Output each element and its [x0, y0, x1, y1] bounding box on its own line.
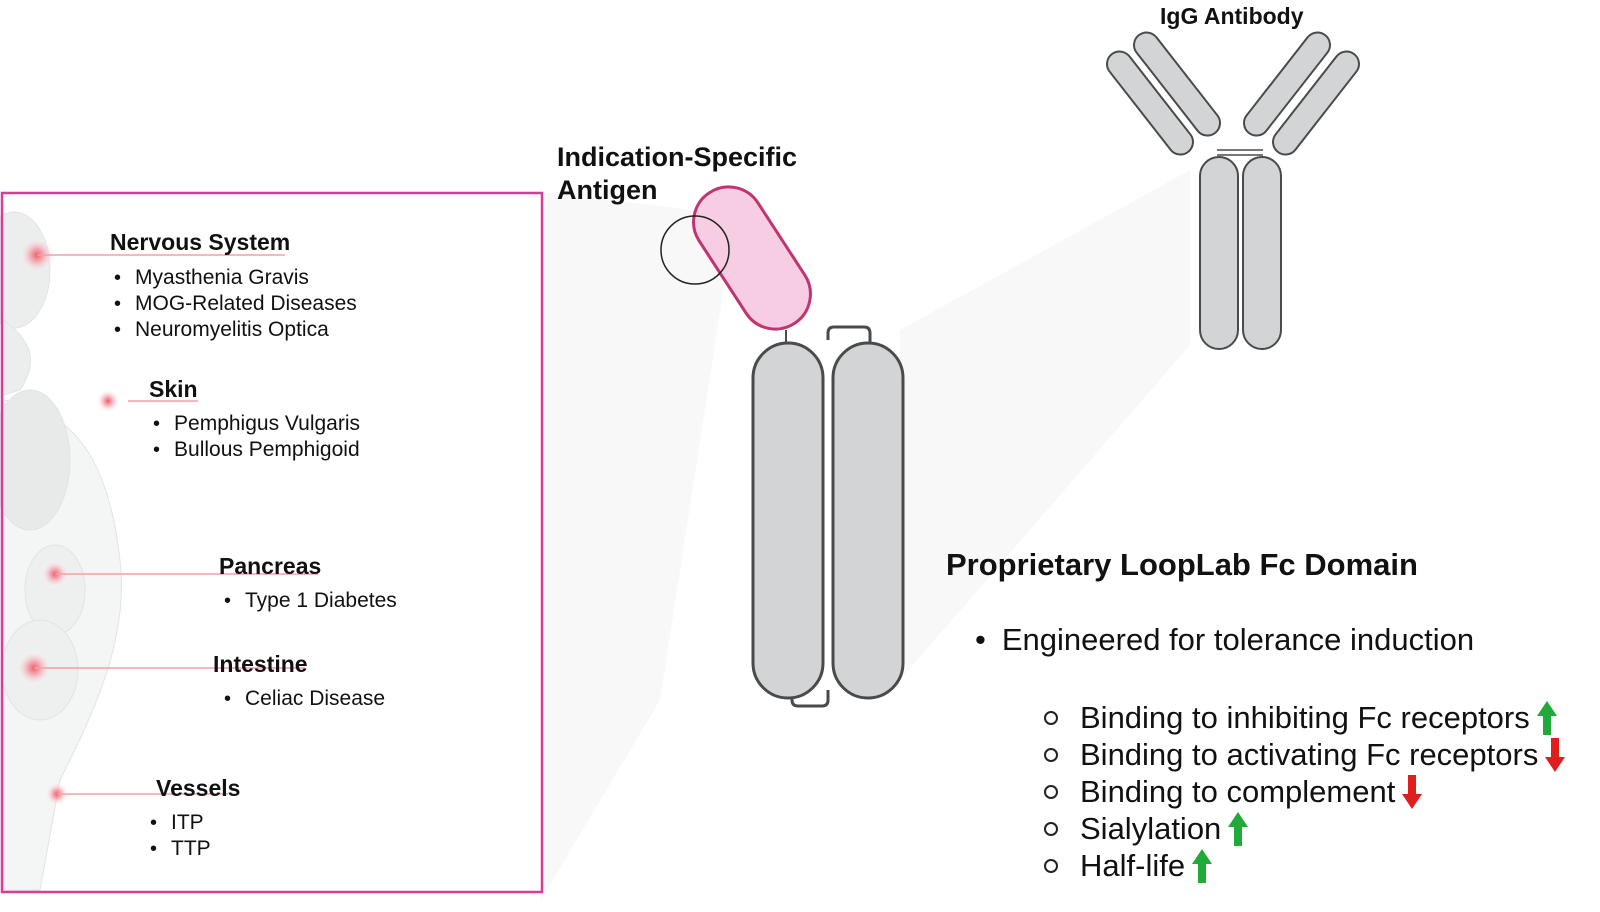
disease-item: Type 1 Diabetes — [224, 588, 397, 614]
igg-antibody — [1106, 31, 1360, 350]
antigen-label: Indication-Specific Antigen — [557, 141, 797, 207]
antigen-shape — [660, 185, 812, 331]
property-label: Binding to inhibiting Fc receptors — [1080, 699, 1530, 735]
hollow-bullet-icon — [1044, 821, 1058, 836]
disease-item: Celiac Disease — [224, 686, 385, 712]
fc-chain-left — [751, 341, 825, 700]
hollow-bullet-icon — [1044, 784, 1058, 799]
disease-item: Myasthenia Gravis — [114, 265, 357, 291]
hollow-bullet-icon — [1044, 747, 1058, 762]
indications-panel-border — [0, 191, 544, 894]
disease-item: ITP — [150, 810, 240, 836]
organ-heading: Intestine — [213, 651, 308, 677]
arrow-up-icon — [1228, 811, 1249, 846]
organ-heading: Vessels — [156, 775, 241, 801]
antigen-label-line2: Antigen — [557, 175, 658, 205]
fc-main-bullet: Engineered for tolerance induction — [975, 622, 1474, 658]
organ-heading: Nervous System — [110, 229, 291, 255]
disease-item: TTP — [150, 836, 240, 862]
property-item: Sialylation — [1044, 810, 1566, 847]
property-item: Half-life — [1044, 847, 1566, 884]
organ-group-vessels: Vessels ITP TTP — [156, 775, 240, 862]
hollow-bullet-icon — [1044, 858, 1058, 873]
antigen-label-line1: Indication-Specific — [557, 142, 798, 172]
zoom-wedge-left — [541, 192, 735, 900]
organ-heading: Pancreas — [219, 553, 322, 579]
property-label: Binding to complement — [1080, 773, 1396, 809]
property-label: Binding to activating Fc receptors — [1080, 736, 1539, 772]
pancreas-hotspot — [41, 560, 318, 588]
disease-item: Pemphigus Vulgaris — [153, 411, 360, 437]
organ-heading: Skin — [149, 376, 198, 402]
intestine-hotspot — [16, 650, 305, 686]
property-item: Binding to complement — [1044, 773, 1566, 810]
property-item: Binding to inhibiting Fc receptors — [1044, 699, 1566, 736]
fc-domain-zoomed — [751, 325, 905, 708]
property-item: Binding to activating Fc receptors — [1044, 736, 1566, 773]
disease-item: Neuromyelitis Optica — [114, 317, 357, 343]
arrow-down-icon — [1545, 737, 1566, 772]
hollow-bullet-icon — [1044, 710, 1058, 725]
skin-hotspot — [96, 389, 198, 413]
organ-group-skin: Skin Pemphigus Vulgaris Bullous Pemphigo… — [149, 376, 360, 463]
disease-item: MOG-Related Diseases — [114, 291, 357, 317]
arrow-down-icon — [1402, 774, 1423, 809]
fc-chain-right — [831, 341, 905, 700]
zoom-wedge-right — [900, 170, 1190, 680]
arrow-up-icon — [1536, 700, 1557, 735]
antigen-epitope-circle — [660, 215, 730, 285]
organ-group-pancreas: Pancreas Type 1 Diabetes — [219, 553, 397, 614]
body-silhouette — [0, 211, 123, 891]
vessels-hotspot — [45, 782, 228, 806]
property-label: Half-life — [1080, 847, 1186, 883]
property-label: Sialylation — [1080, 810, 1222, 846]
nervous-system-hotspot — [19, 237, 285, 273]
arrow-up-icon — [1192, 848, 1213, 883]
organ-group-nervous-system: Nervous System Myasthenia Gravis MOG-Rel… — [110, 229, 357, 343]
organ-group-intestine: Intestine Celiac Disease — [213, 651, 385, 712]
disease-item: Bullous Pemphigoid — [153, 437, 360, 463]
fc-domain-title: Proprietary LoopLab Fc Domain — [946, 547, 1418, 582]
fc-properties-list: Binding to inhibiting Fc receptors Bindi… — [1044, 699, 1566, 884]
igg-antibody-label: IgG Antibody — [1160, 3, 1304, 29]
